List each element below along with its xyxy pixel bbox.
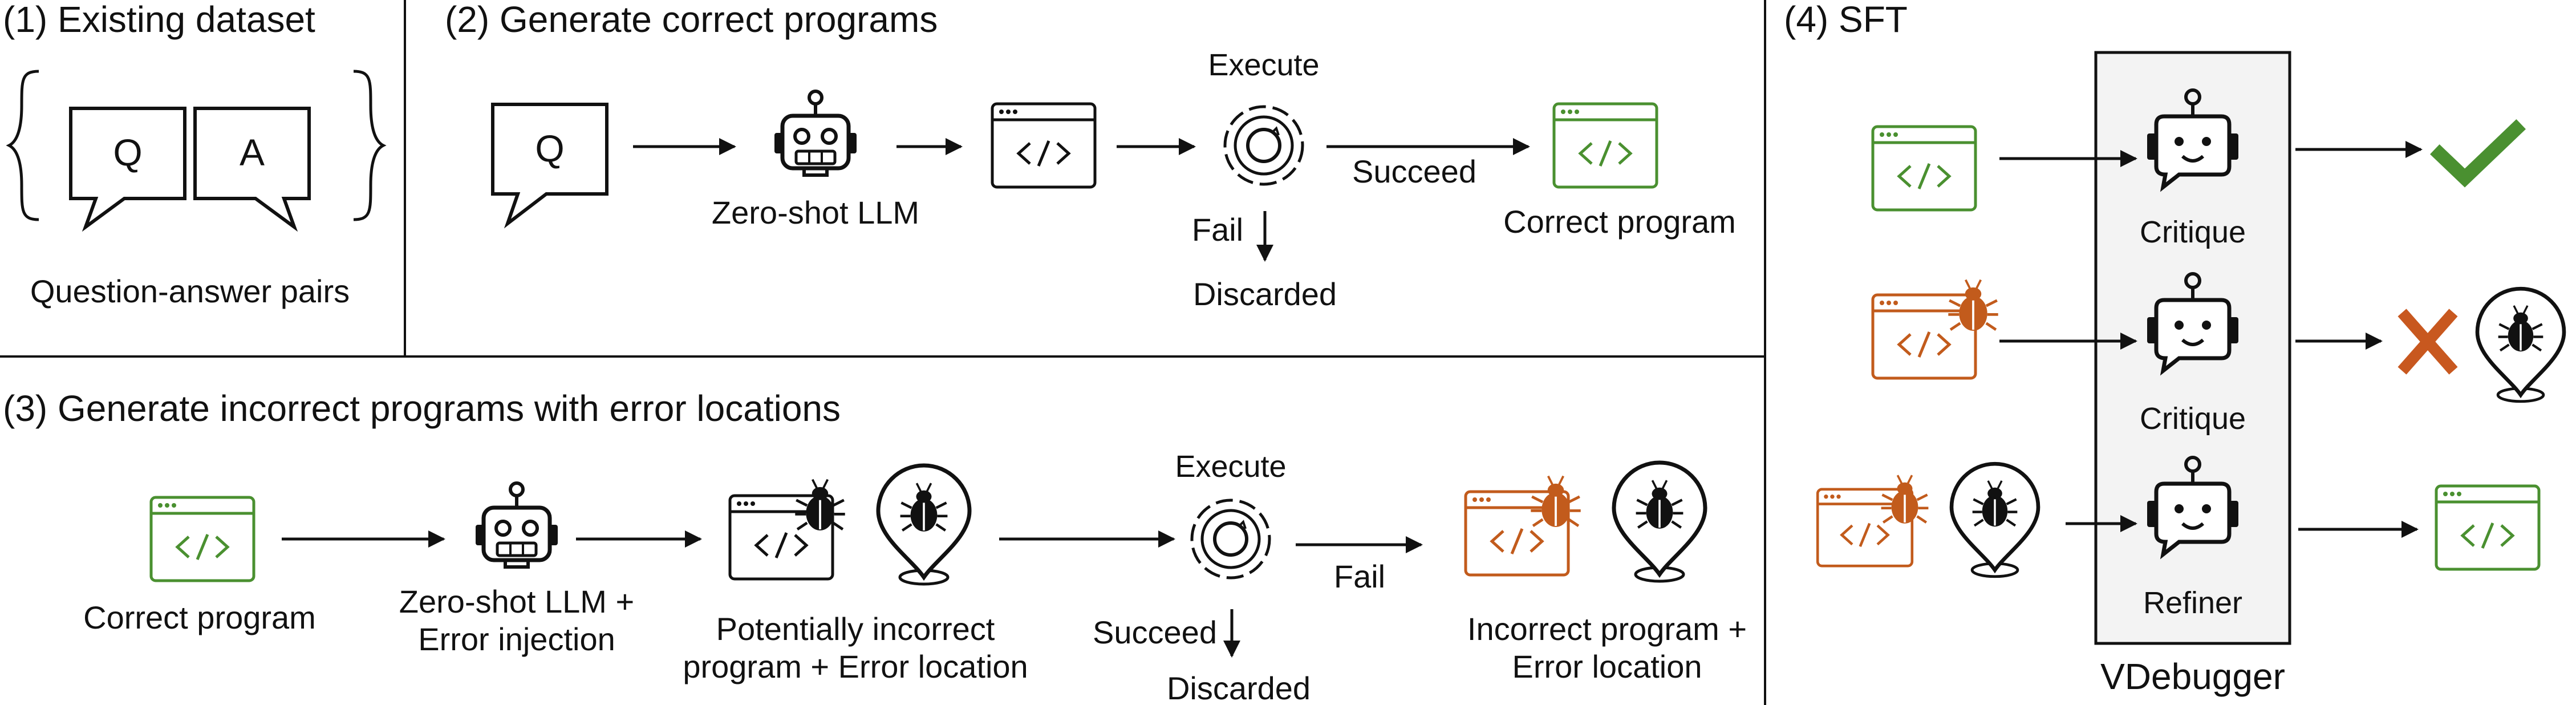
check-icon <box>2430 119 2526 188</box>
correct-program-icon <box>1873 127 1975 210</box>
refiner-label: Refiner <box>2143 586 2242 620</box>
section1-title: (1) Existing dataset <box>3 0 315 40</box>
critique-label-1: Critique <box>2140 215 2246 249</box>
section-sft: (4) SFT VDebugger Critique Critique <box>1784 0 2564 697</box>
code-window-icon <box>992 104 1095 187</box>
fail-label: Fail <box>1192 212 1243 248</box>
execute-label: Execute <box>1208 48 1319 82</box>
cross-icon <box>2397 309 2458 375</box>
robot-icon <box>476 483 558 567</box>
fail-label-3: Fail <box>1334 558 1385 594</box>
incorrect-label-1: Incorrect program + <box>1467 611 1747 647</box>
location-pin-bug-icon <box>2477 289 2564 402</box>
section3-title: (3) Generate incorrect programs with err… <box>3 388 841 429</box>
refined-program-icon <box>2436 486 2539 569</box>
section4-title: (4) SFT <box>1784 0 1908 40</box>
llm-injection-label-1: Zero-shot LLM + <box>399 584 634 619</box>
correct-program-label: Correct program <box>83 599 316 635</box>
section2-title: (2) Generate correct programs <box>445 0 938 40</box>
location-pin-bug-icon <box>1614 463 1705 581</box>
location-pin-bug-icon <box>1952 464 2038 577</box>
incorrect-label-2: Error location <box>1512 649 1702 684</box>
question-bubble-icon: Q <box>491 103 608 229</box>
succeed-label-3: Succeed <box>1093 614 1217 650</box>
potential-label-1: Potentially incorrect <box>716 611 995 647</box>
succeed-label: Succeed <box>1352 153 1476 189</box>
question-letter-2: Q <box>535 127 564 169</box>
qa-pairs-caption: Question-answer pairs <box>30 273 350 309</box>
correct-program-label: Correct program <box>1503 204 1736 240</box>
potential-label-2: program + Error location <box>683 649 1028 684</box>
correct-program-icon <box>151 497 254 581</box>
zero-shot-llm-label: Zero-shot LLM <box>712 195 919 230</box>
robot-icon <box>774 91 857 175</box>
llm-injection-label-2: Error injection <box>418 621 615 657</box>
correct-program-icon <box>1554 104 1657 187</box>
section-generate-incorrect: (3) Generate incorrect programs with err… <box>3 388 1747 705</box>
potential-program-icon <box>730 480 845 579</box>
section-existing-dataset: (1) Existing dataset Q A Question-answer… <box>3 0 387 309</box>
section-generate-correct: (2) Generate correct programs Q Zero-sho… <box>445 0 1736 312</box>
answer-bubble-icon: A <box>193 107 311 232</box>
gear-execute-icon <box>1192 500 1269 578</box>
question-bubble-icon: Q <box>69 107 186 232</box>
discarded-label: Discarded <box>1193 276 1337 312</box>
answer-letter: A <box>240 131 265 173</box>
buggy-program-icon <box>1818 475 1928 566</box>
vdebugger-label: VDebugger <box>2100 656 2285 697</box>
incorrect-program-icon <box>1466 476 1581 575</box>
buggy-program-icon <box>1873 280 1998 378</box>
location-pin-bug-icon <box>878 465 969 584</box>
execute-label-3: Execute <box>1175 449 1286 484</box>
right-brace <box>353 70 387 221</box>
critique-label-2: Critique <box>2140 402 2246 436</box>
gear-execute-icon <box>1225 107 1303 184</box>
frame-lines <box>0 0 1766 705</box>
left-brace <box>6 70 39 221</box>
question-letter: Q <box>113 131 142 173</box>
discarded-label-3: Discarded <box>1167 670 1311 705</box>
